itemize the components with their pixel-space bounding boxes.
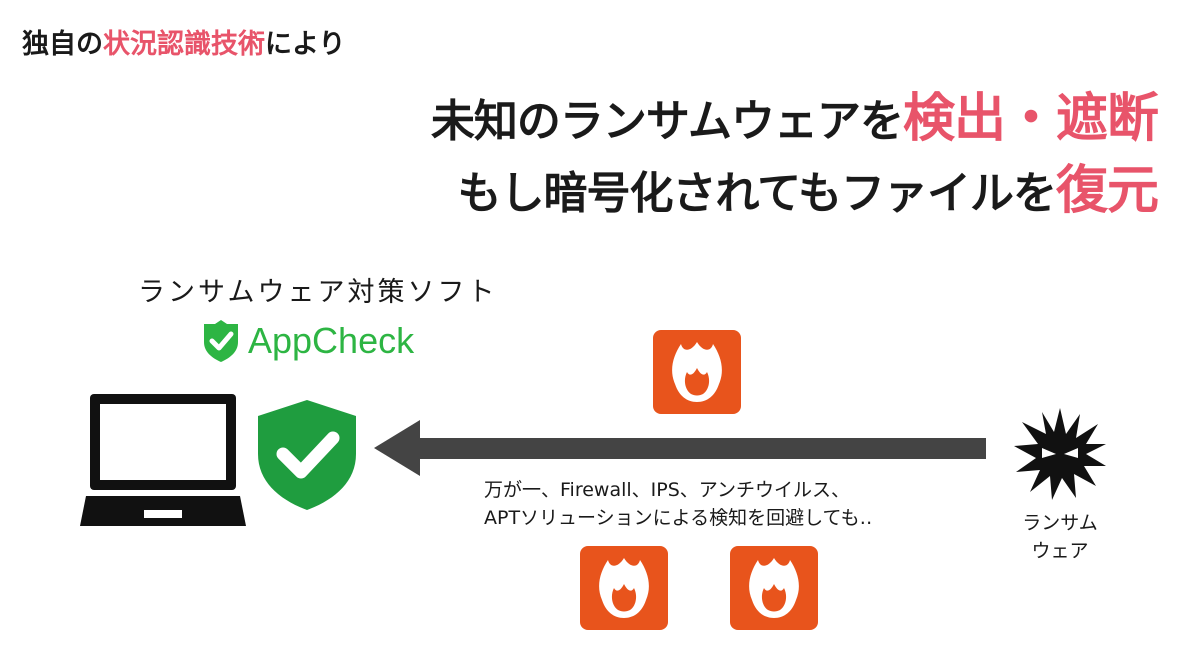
headline-line-2: もし暗号化されてもファイルを復元 <box>457 148 1160 223</box>
flame-icon <box>730 546 818 630</box>
flame-icon <box>653 330 741 414</box>
headline-line-2-text: もし暗号化されてもファイルを <box>457 168 1057 219</box>
ransomware-label-line-1: ランサム <box>1022 512 1098 534</box>
flame-icon <box>580 546 668 630</box>
appcheck-logo-text: AppCheck <box>248 320 415 361</box>
headline-line-2-highlight: 復元 <box>1055 161 1159 221</box>
ransomware-spiky-icon <box>1014 408 1106 500</box>
appcheck-logo: AppCheck <box>202 320 414 362</box>
subtitle-suffix: により <box>265 29 346 60</box>
subtitle-prefix: 独自の <box>22 29 103 60</box>
product-label: ランサムウェア対策ソフト <box>138 277 498 308</box>
arrow-left-icon <box>374 420 986 476</box>
appcheck-logo-icon <box>204 320 238 362</box>
subtitle-highlight: 状況認識技術 <box>103 29 265 60</box>
ransomware-label: ランサム ウェア <box>1010 509 1110 565</box>
headline-line-1-highlight: 検出・遮断 <box>902 89 1159 149</box>
bypass-note-line-2: APTソリューションによる検知を回避しても‥ <box>484 507 873 529</box>
headline-line-1-text: 未知のランサムウェアを <box>430 96 904 147</box>
bypass-note-line-1: 万が一、Firewall、IPS、アンチウイルス、 <box>484 479 851 501</box>
bypass-note: 万が一、Firewall、IPS、アンチウイルス、 APTソリューションによる検… <box>484 476 872 532</box>
headline-line-1: 未知のランサムウェアを検出・遮断 <box>430 76 1159 151</box>
laptop-icon <box>80 394 246 526</box>
shield-check-icon <box>258 400 356 510</box>
ransomware-label-line-2: ウェア <box>1031 540 1089 562</box>
subtitle: 独自の状況認識技術により <box>22 22 345 61</box>
